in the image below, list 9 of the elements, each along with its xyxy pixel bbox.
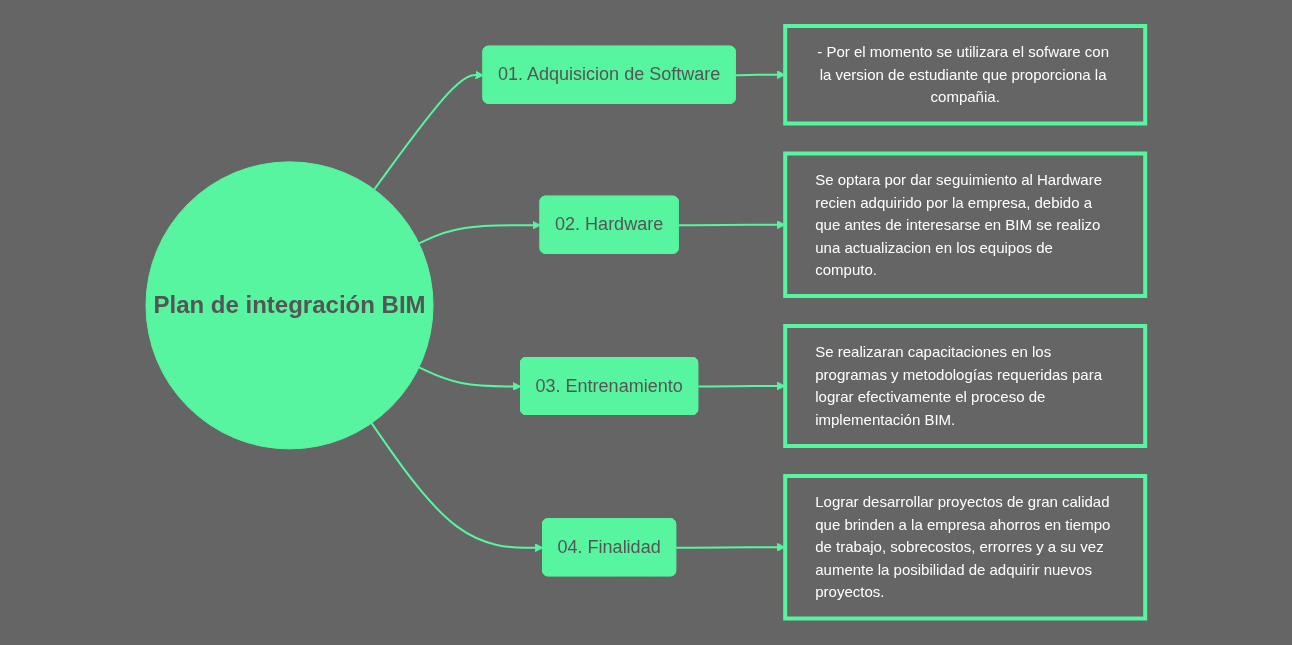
node-box [783,324,1148,449]
arrow [418,366,522,392]
arrow [370,422,544,553]
node-box [783,24,1148,126]
node-box [783,474,1148,621]
arrow [373,70,485,191]
node-box [783,151,1148,299]
node-circle [145,161,434,450]
arrow [418,221,542,245]
